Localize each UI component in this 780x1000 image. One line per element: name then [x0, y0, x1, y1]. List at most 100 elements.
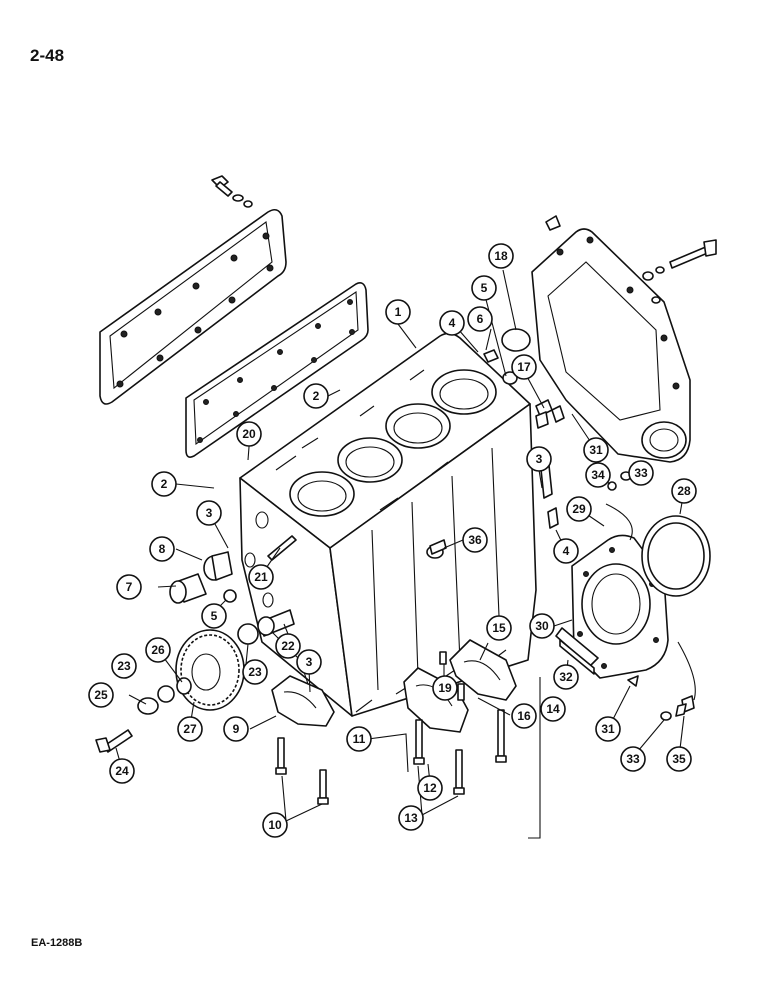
- wedge-31: [627, 675, 639, 687]
- svg-text:5: 5: [211, 609, 218, 623]
- svg-text:4: 4: [563, 544, 570, 558]
- callout-30: 30: [529, 613, 555, 639]
- callout-29: 29: [566, 496, 592, 522]
- svg-text:8: 8: [159, 542, 166, 556]
- callout-25: 25: [88, 682, 114, 708]
- callout-5: 5: [201, 603, 227, 629]
- svg-text:33: 33: [626, 752, 640, 766]
- svg-text:31: 31: [601, 722, 615, 736]
- callout-2: 2: [151, 471, 177, 497]
- svg-text:28: 28: [677, 484, 691, 498]
- svg-text:1: 1: [395, 305, 402, 319]
- callout-33: 33: [620, 746, 646, 772]
- cylinder-bores: [289, 369, 497, 517]
- rocker-cover: [99, 208, 287, 405]
- svg-text:6: 6: [477, 312, 484, 326]
- callout-4: 4: [553, 538, 579, 564]
- callout-3: 3: [196, 500, 222, 526]
- callout-9: 9: [223, 716, 249, 742]
- bearing-bolts: [275, 651, 507, 805]
- callout-32: 32: [553, 664, 579, 690]
- dowel-31: [551, 405, 565, 423]
- bolt-35: [675, 695, 695, 717]
- svg-text:36: 36: [468, 533, 482, 547]
- svg-text:3: 3: [206, 506, 213, 520]
- page-number: 2-48: [30, 46, 65, 65]
- svg-text:3: 3: [306, 655, 313, 669]
- svg-text:10: 10: [268, 818, 282, 832]
- gasket-31: [677, 641, 696, 701]
- callout-19: 19: [432, 675, 458, 701]
- rear-housing-bolt: [642, 239, 717, 304]
- svg-text:23: 23: [117, 659, 131, 673]
- callout-18: 18: [488, 243, 514, 269]
- callout-26: 26: [145, 637, 171, 663]
- svg-text:29: 29: [572, 502, 586, 516]
- callout-17: 17: [511, 354, 537, 380]
- callout-13: 13: [398, 805, 424, 831]
- svg-text:33: 33: [634, 466, 648, 480]
- callout-3: 3: [526, 446, 552, 472]
- callout-36: 36: [462, 527, 488, 553]
- svg-text:2: 2: [313, 389, 320, 403]
- svg-text:22: 22: [281, 639, 295, 653]
- callout-12: 12: [417, 775, 443, 801]
- main-bearing-cap-11: [403, 667, 469, 733]
- rear-housing: [531, 215, 691, 463]
- callout-23: 23: [111, 653, 137, 679]
- svg-text:13: 13: [404, 811, 418, 825]
- cover-screw: [211, 175, 253, 208]
- washer-33b: [660, 711, 672, 721]
- svg-text:27: 27: [183, 722, 197, 736]
- main-bearing-cap-9: [271, 675, 335, 727]
- callout-33: 33: [628, 460, 654, 486]
- callout-14: 14: [540, 696, 566, 722]
- svg-text:19: 19: [438, 681, 452, 695]
- svg-text:21: 21: [254, 570, 268, 584]
- callout-11: 11: [346, 726, 372, 752]
- svg-text:23: 23: [248, 665, 262, 679]
- cylinder-block: [239, 332, 537, 717]
- svg-text:5: 5: [481, 281, 488, 295]
- main-bearing-cap-15: [449, 639, 517, 701]
- plug-18: [501, 328, 531, 352]
- callout-3: 3: [296, 649, 322, 675]
- svg-text:32: 32: [559, 670, 573, 684]
- callout-35: 35: [666, 746, 692, 772]
- callout-5: 5: [471, 275, 497, 301]
- svg-text:4: 4: [449, 316, 456, 330]
- svg-text:25: 25: [94, 688, 108, 702]
- svg-text:35: 35: [672, 752, 686, 766]
- svg-text:24: 24: [115, 764, 129, 778]
- gasket-29: [605, 503, 633, 541]
- callout-16: 16: [511, 703, 537, 729]
- svg-text:3: 3: [536, 452, 543, 466]
- svg-text:7: 7: [126, 580, 133, 594]
- svg-text:15: 15: [492, 621, 506, 635]
- svg-text:2: 2: [161, 477, 168, 491]
- callout-15: 15: [486, 615, 512, 641]
- svg-text:18: 18: [494, 249, 508, 263]
- svg-text:30: 30: [535, 619, 549, 633]
- seal-strip: [555, 627, 599, 675]
- callout-24: 24: [109, 758, 135, 784]
- callout-22: 22: [275, 633, 301, 659]
- callout-27: 27: [177, 716, 203, 742]
- callout-28: 28: [671, 478, 697, 504]
- figure-code: EA-1288B: [31, 937, 83, 949]
- camshaft-gear: [137, 629, 245, 715]
- callout-4: 4: [439, 310, 465, 336]
- callout-2: 2: [303, 383, 329, 409]
- svg-text:16: 16: [517, 709, 531, 723]
- callout-1: 1: [385, 299, 411, 325]
- callout-6: 6: [467, 306, 493, 332]
- svg-text:9: 9: [233, 722, 240, 736]
- rear-seal-ring: [641, 515, 711, 597]
- bolt-24: [95, 729, 133, 753]
- cover-gasket: [185, 282, 369, 458]
- callout-31: 31: [583, 437, 609, 463]
- callout-10: 10: [262, 812, 288, 838]
- svg-text:17: 17: [517, 360, 531, 374]
- callout-31: 31: [595, 716, 621, 742]
